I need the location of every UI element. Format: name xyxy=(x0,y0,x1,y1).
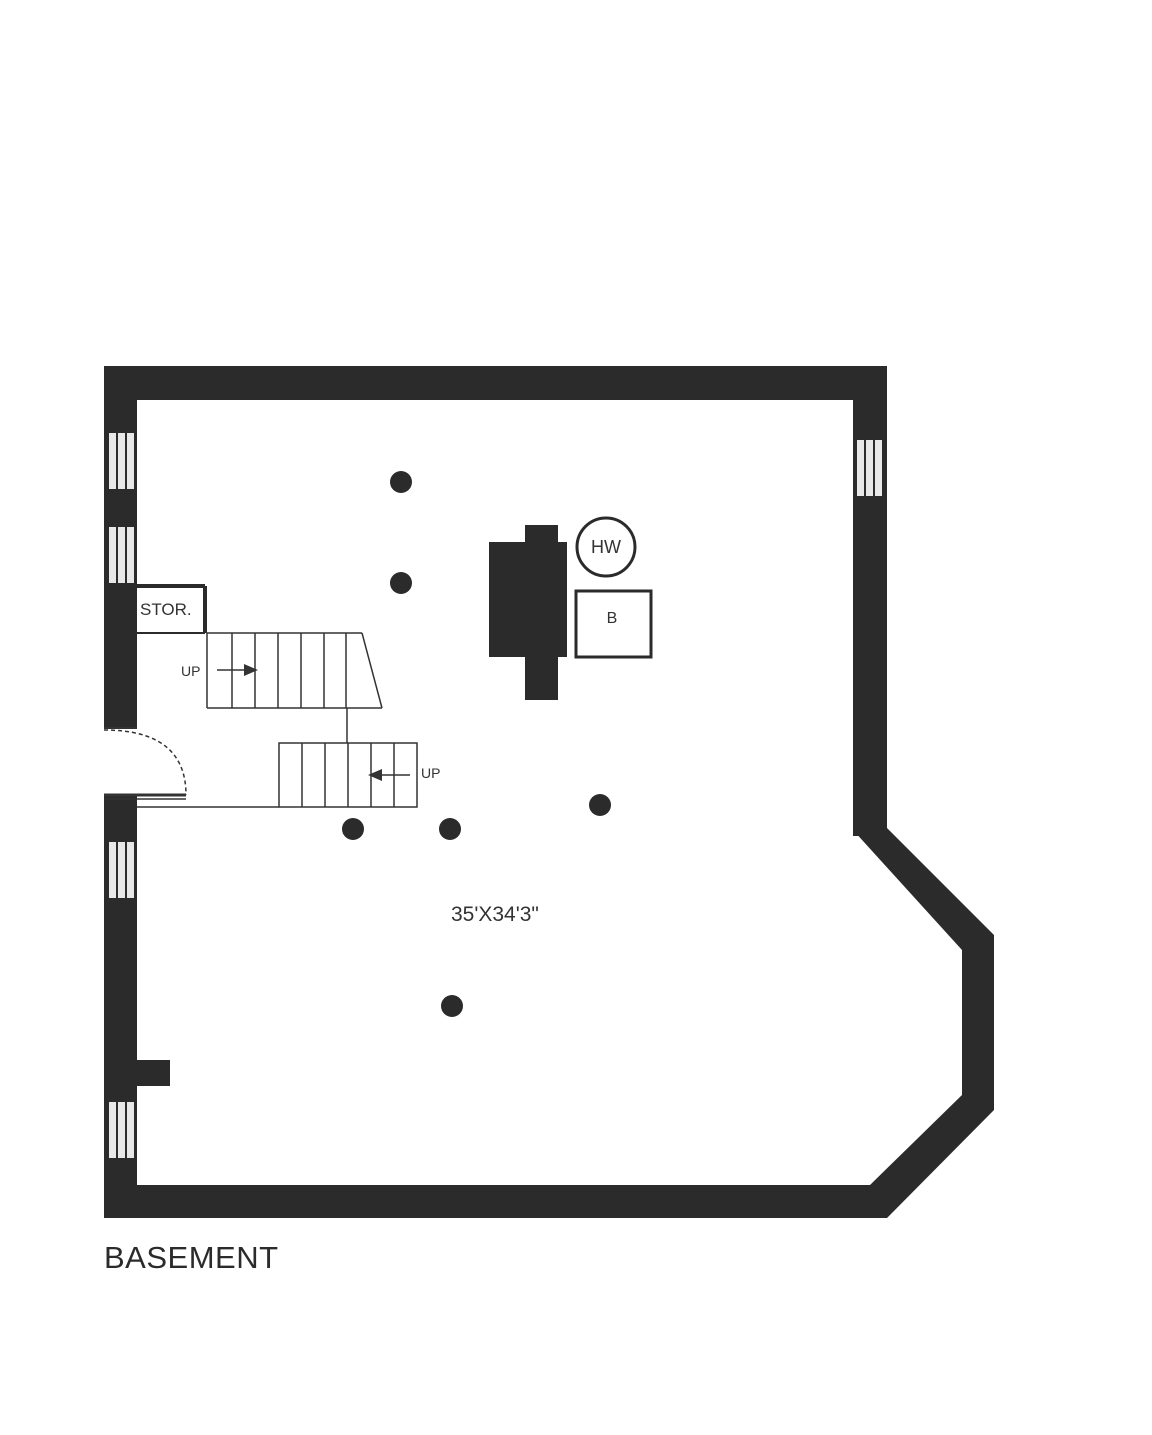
wall-bay-lower-angle xyxy=(870,1095,994,1218)
floor-name: BASEMENT xyxy=(104,1240,279,1275)
door xyxy=(103,727,187,800)
window-left-1 xyxy=(107,431,136,491)
boiler xyxy=(574,589,653,659)
stairs-up-label-2: UP xyxy=(421,765,440,781)
chimney-top xyxy=(525,525,558,545)
wall-bay-right xyxy=(962,935,994,1110)
hot-water-label: HW xyxy=(591,537,621,557)
wall-stub xyxy=(137,1060,170,1086)
window-left-3 xyxy=(107,840,136,900)
stairs-lower xyxy=(278,742,418,808)
column xyxy=(441,995,463,1017)
hot-water-heater xyxy=(575,516,637,578)
column xyxy=(390,471,412,493)
window-left-4 xyxy=(107,1100,136,1160)
walls xyxy=(104,366,994,1218)
column xyxy=(342,818,364,840)
chimney-bottom xyxy=(525,655,558,700)
windows xyxy=(107,431,884,1160)
chimney-body xyxy=(489,542,567,657)
stairs-lower-arrow-icon xyxy=(368,769,382,781)
wall-right-upper xyxy=(853,366,887,836)
wall-bay-upper-angle xyxy=(853,828,994,965)
wall-top xyxy=(104,366,887,400)
column xyxy=(589,794,611,816)
storage-label: STOR. xyxy=(140,600,192,619)
window-left-2 xyxy=(107,525,136,585)
window-right-1 xyxy=(855,438,884,498)
room-dimensions: 35'X34'3" xyxy=(451,903,539,926)
stairs-up-label-1: UP xyxy=(181,663,200,679)
support-columns xyxy=(342,471,611,1017)
column xyxy=(390,572,412,594)
column xyxy=(439,818,461,840)
storage-closet xyxy=(137,584,207,634)
stairs-upper-arrow-icon xyxy=(244,664,258,676)
stairs-upper xyxy=(206,632,383,709)
boiler-label: B xyxy=(607,610,618,627)
wall-bottom xyxy=(104,1185,874,1218)
